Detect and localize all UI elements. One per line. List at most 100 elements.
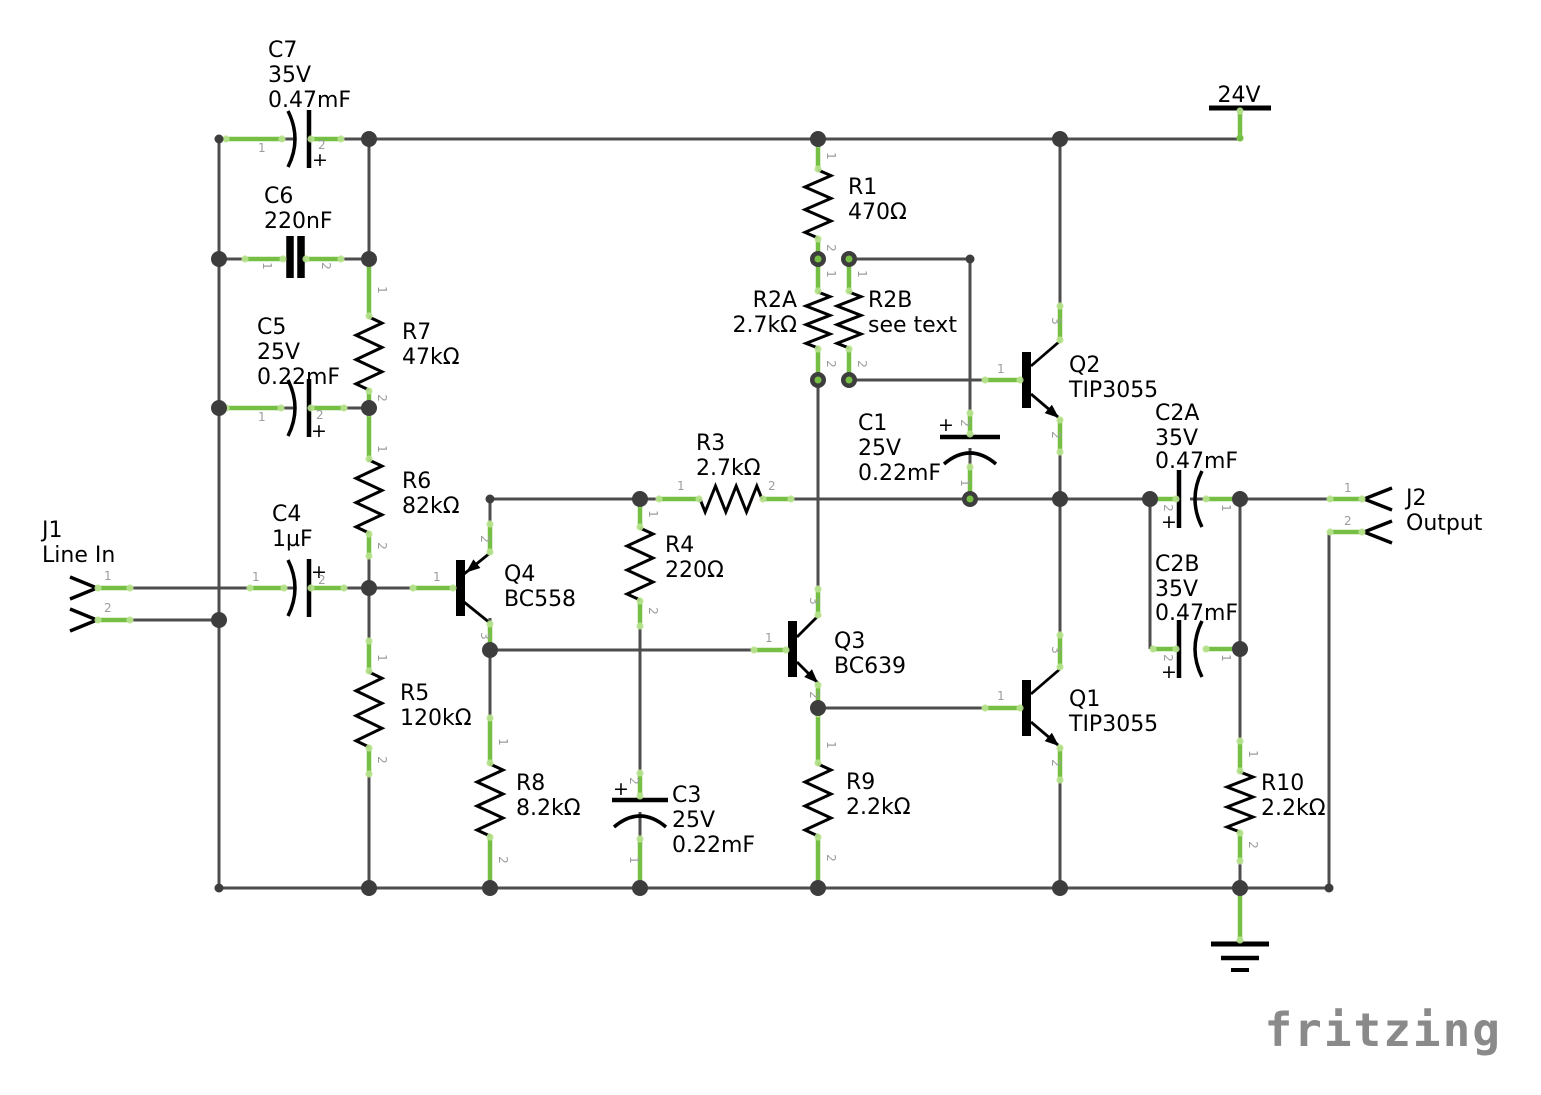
svg-text:C6: C6	[264, 184, 293, 209]
svg-text:1: 1	[824, 152, 838, 160]
npn-arrow-icon	[1044, 732, 1059, 746]
svg-text:0.47mF: 0.47mF	[268, 88, 351, 113]
svg-text:1: 1	[433, 570, 441, 584]
resistor-R6[interactable]: 1 2 R6 82kΩ	[352, 409, 460, 560]
svg-text:R5: R5	[400, 681, 429, 706]
transistor-base-bar	[1022, 680, 1031, 736]
transistor-base-bar	[1022, 352, 1031, 408]
fritzing-logo: fritzing	[1264, 1003, 1502, 1057]
resistor-R10[interactable]: 1 2 R10 2.2kΩ	[1222, 737, 1326, 865]
transistor-Q4[interactable]: 1 2 3 Q4 BC558	[409, 520, 576, 652]
svg-text:220Ω: 220Ω	[665, 558, 724, 583]
svg-text:2: 2	[318, 138, 326, 152]
svg-text:+: +	[938, 414, 954, 436]
svg-text:470Ω: 470Ω	[848, 200, 907, 225]
svg-text:2: 2	[646, 607, 660, 615]
resistor-R1[interactable]: 1 2 R1 470Ω	[801, 140, 907, 261]
svg-text:2: 2	[316, 408, 324, 422]
svg-text:2.2kΩ: 2.2kΩ	[1261, 796, 1326, 821]
power-24v[interactable]: 24V	[1209, 83, 1271, 142]
svg-text:+: +	[311, 561, 327, 583]
svg-text:C2A: C2A	[1155, 401, 1199, 426]
capacitor-C7[interactable]: + 1 2 C7 35V 0.47mF	[222, 38, 351, 171]
svg-text:Q2: Q2	[1069, 353, 1100, 378]
svg-text:C1: C1	[858, 411, 887, 436]
resistor-R2B[interactable]: 1 2 R2B see text	[832, 258, 957, 380]
capacitor-C2A[interactable]: + 2 1 C2A 35V 0.47mF	[1149, 401, 1242, 533]
svg-text:2: 2	[1161, 654, 1175, 662]
svg-text:1: 1	[496, 738, 510, 746]
svg-text:1: 1	[997, 362, 1005, 376]
capacitor-C1[interactable]: + 2 1 C1 25V 0.22mF	[858, 409, 1000, 500]
resistor-R5[interactable]: 1 2 R5 120kΩ	[352, 637, 472, 778]
resistor-zigzag	[801, 290, 835, 350]
svg-text:C3: C3	[672, 783, 701, 808]
svg-text:3: 3	[478, 632, 492, 640]
power-label: 24V	[1217, 83, 1260, 108]
resistor-R4[interactable]: 1 2 R4 220Ω	[623, 500, 724, 630]
svg-text:1: 1	[677, 479, 685, 493]
cap-curved-plate	[1193, 620, 1204, 678]
transistor-Q1[interactable]: 1 3 2 Q1 TIP3055	[981, 631, 1158, 784]
pnp-arrow-icon	[466, 559, 481, 573]
capacitor-C5[interactable]: + 1 2 C5 25V 0.22mF	[222, 315, 348, 442]
resistor-R9[interactable]: 1 2 R9 2.2kΩ	[801, 710, 911, 888]
resistor-R8[interactable]: 1 2 R8 8.2kΩ	[473, 714, 581, 889]
svg-text:1: 1	[1344, 481, 1352, 495]
svg-text:25V: 25V	[672, 808, 715, 833]
resistor-zigzag	[352, 315, 386, 392]
transistor-Q3[interactable]: 1 3 2 Q3 BC639	[750, 585, 906, 710]
svg-text:1µF: 1µF	[272, 527, 313, 552]
capacitor-C2B[interactable]: + 2 1 C2B 35V 0.47mF	[1149, 552, 1242, 683]
svg-text:C5: C5	[257, 315, 286, 340]
svg-text:2: 2	[496, 856, 510, 864]
svg-text:0.22mF: 0.22mF	[858, 461, 941, 486]
svg-text:Q1: Q1	[1069, 687, 1100, 712]
resistor-R3[interactable]: 1 2 R3 2.7kΩ	[655, 431, 795, 517]
capacitor-C4[interactable]: + 1 2 C4 1µF	[246, 502, 348, 617]
svg-text:1: 1	[260, 262, 274, 270]
svg-text:47kΩ: 47kΩ	[402, 345, 460, 370]
svg-text:C7: C7	[268, 38, 297, 63]
resistor-zigzag	[801, 762, 835, 838]
npn-arrow-icon	[1044, 404, 1059, 418]
svg-text:35V: 35V	[1155, 577, 1198, 602]
ground-symbol[interactable]	[1211, 886, 1269, 972]
svg-text:0.22mF: 0.22mF	[672, 833, 755, 858]
svg-text:R2B: R2B	[868, 288, 912, 313]
svg-text:2: 2	[375, 542, 389, 550]
svg-text:3: 3	[1049, 317, 1063, 325]
wire	[490, 648, 1022, 888]
connector-J2[interactable]: 1 2 J2 Output	[1326, 481, 1483, 545]
capacitor-C6[interactable]: 1 2 C6 220nF	[241, 184, 345, 278]
resistor-zigzag	[698, 481, 764, 517]
svg-text:8.2kΩ: 8.2kΩ	[516, 796, 581, 821]
svg-text:1: 1	[258, 410, 266, 424]
connector-J1[interactable]: 1 2 J1 Line In	[40, 518, 134, 633]
svg-text:220nF: 220nF	[264, 209, 333, 234]
connector-pin-icon	[69, 575, 102, 601]
svg-text:2: 2	[855, 360, 869, 368]
svg-text:1: 1	[646, 510, 660, 518]
svg-text:+: +	[311, 420, 327, 442]
connector-ref: J1	[40, 518, 63, 543]
svg-text:2: 2	[824, 244, 838, 252]
svg-text:C2B: C2B	[1155, 552, 1199, 577]
svg-text:R7: R7	[402, 320, 431, 345]
svg-text:R4: R4	[665, 533, 694, 558]
cap-curved-plate	[1193, 470, 1204, 528]
resistor-R7[interactable]: 1 2 R7 47kΩ	[352, 259, 460, 410]
svg-text:2: 2	[1344, 514, 1352, 528]
svg-text:+: +	[312, 149, 328, 171]
svg-text:2: 2	[1049, 431, 1063, 439]
transistor-base-bar	[788, 621, 797, 677]
capacitor-C3[interactable]: + 2 1 C3 25V 0.22mF	[612, 769, 755, 888]
svg-text:2: 2	[1049, 759, 1063, 767]
resistor-R2A[interactable]: 1 2 R2A 2.7kΩ	[732, 258, 838, 380]
svg-text:1: 1	[1246, 750, 1260, 758]
svg-text:2.7kΩ: 2.7kΩ	[696, 456, 761, 481]
svg-text:BC639: BC639	[834, 654, 906, 679]
transistor-Q2[interactable]: 1 3 2 Q2 TIP3055	[981, 302, 1158, 456]
svg-text:R9: R9	[846, 770, 875, 795]
